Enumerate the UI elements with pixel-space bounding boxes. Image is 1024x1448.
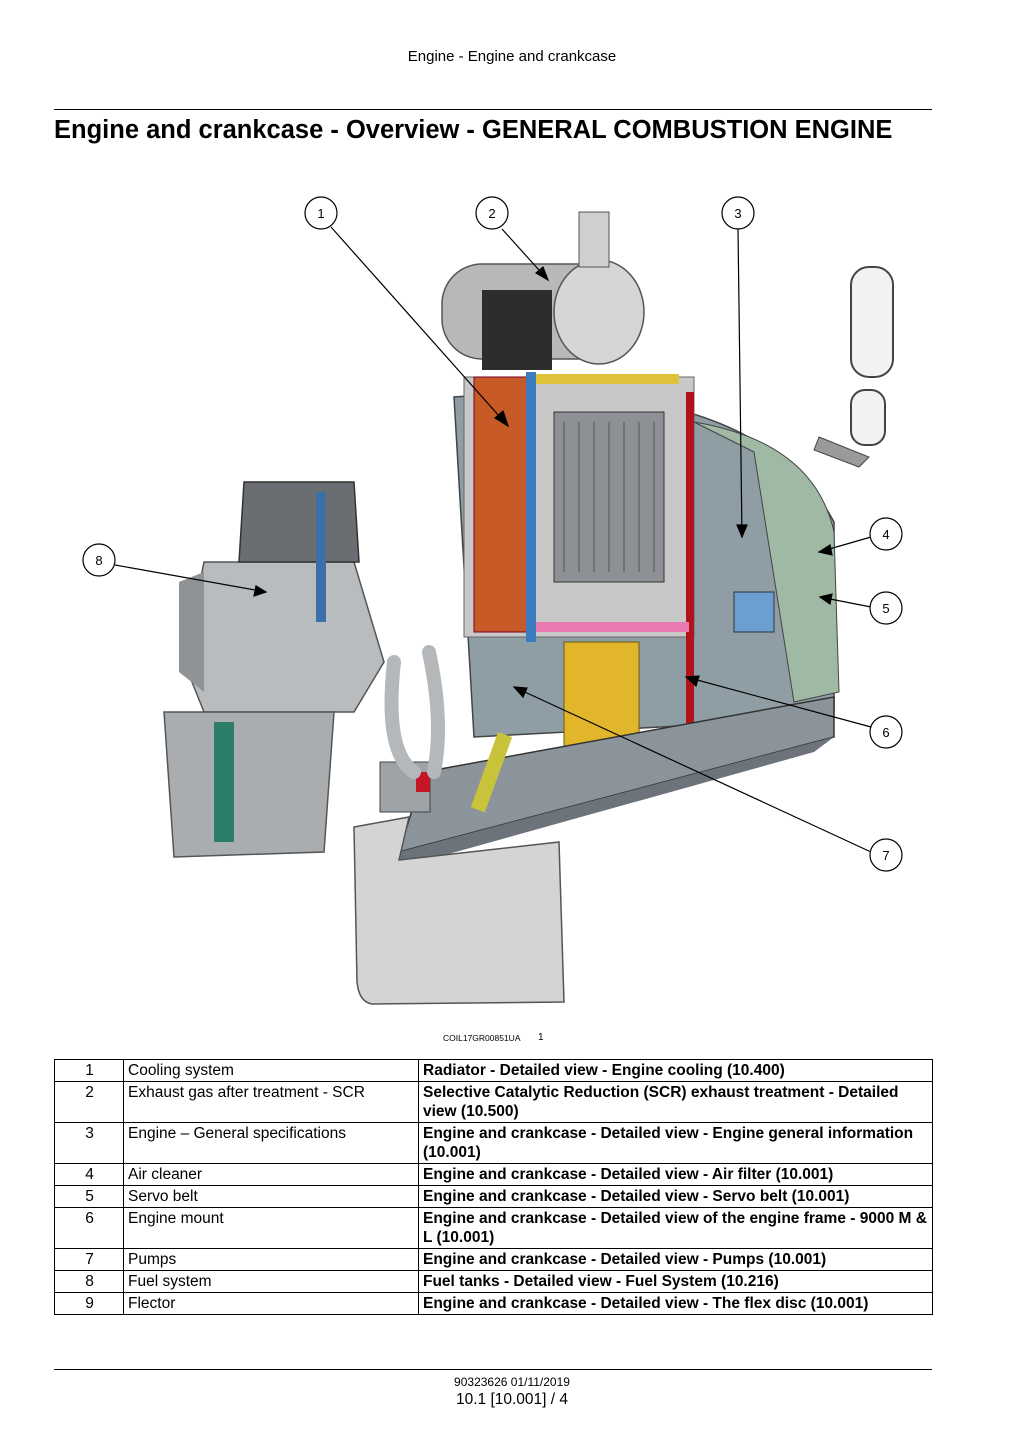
svg-text:4: 4: [882, 527, 889, 542]
svg-text:6: 6: [882, 725, 889, 740]
row-reference-link[interactable]: Fuel tanks - Detailed view - Fuel System…: [418, 1270, 933, 1293]
mirror-illustration: [813, 266, 894, 468]
row-description: Exhaust gas after treatment - SCR: [123, 1081, 419, 1123]
page-title: Engine and crankcase - Overview - GENERA…: [54, 116, 893, 144]
svg-text:3: 3: [734, 206, 741, 221]
row-description: Cooling system: [123, 1059, 419, 1082]
table-row: 4 Air cleaner Engine and crankcase - Det…: [54, 1163, 933, 1186]
footer-document-id: 90323626 01/11/2019: [454, 1375, 570, 1389]
callout-2: 2: [475, 196, 509, 230]
row-description: Fuel system: [123, 1270, 419, 1293]
row-description: Engine mount: [123, 1207, 419, 1249]
callout-6: 6: [869, 715, 903, 749]
callout-7: 7: [869, 838, 903, 872]
table-row: 5 Servo belt Engine and crankcase - Deta…: [54, 1185, 933, 1208]
running-header: Engine - Engine and crankcase: [407, 48, 617, 65]
svg-text:5: 5: [882, 601, 889, 616]
row-description: Pumps: [123, 1248, 419, 1271]
callout-5: 5: [869, 591, 903, 625]
figure-code: COIL17GR00851UA: [443, 1033, 521, 1043]
parts-table: 1 Cooling system Radiator - Detailed vie…: [54, 1059, 933, 1315]
row-reference-link[interactable]: Selective Catalytic Reduction (SCR) exha…: [418, 1081, 933, 1123]
svg-text:7: 7: [882, 848, 889, 863]
row-number: 4: [54, 1163, 124, 1186]
table-row: 6 Engine mount Engine and crankcase - De…: [54, 1207, 933, 1249]
row-reference-link[interactable]: Engine and crankcase - Detailed view - A…: [418, 1163, 933, 1186]
table-row: 9 Flector Engine and crankcase - Detaile…: [54, 1292, 933, 1315]
row-reference-link[interactable]: Radiator - Detailed view - Engine coolin…: [418, 1059, 933, 1082]
engine-illustration: 1 2 3 4 5 6 7 8: [54, 192, 932, 1010]
leader-lines: [114, 226, 872, 853]
row-reference-link[interactable]: Engine and crankcase - Detailed view of …: [418, 1207, 933, 1249]
row-number: 2: [54, 1081, 124, 1123]
table-row: 2 Exhaust gas after treatment - SCR Sele…: [54, 1081, 933, 1123]
row-description: Engine – General specifications: [123, 1122, 419, 1164]
row-description: Servo belt: [123, 1185, 419, 1208]
footer-page-number: 10.1 [10.001] / 4: [455, 1391, 569, 1408]
scr-unit-illustration: [441, 211, 645, 370]
row-description: Air cleaner: [123, 1163, 419, 1186]
table-row: 3 Engine – General specifications Engine…: [54, 1122, 933, 1164]
fuel-tank-illustration: [163, 481, 385, 858]
svg-text:2: 2: [488, 206, 495, 221]
pipes-illustration: [384, 645, 445, 779]
header-rule: [54, 109, 932, 110]
table-row: 7 Pumps Engine and crankcase - Detailed …: [54, 1248, 933, 1271]
table-row: 8 Fuel system Fuel tanks - Detailed view…: [54, 1270, 933, 1293]
svg-text:8: 8: [95, 553, 102, 568]
footer-rule: [54, 1369, 932, 1370]
row-number: 3: [54, 1122, 124, 1164]
table-row: 1 Cooling system Radiator - Detailed vie…: [54, 1059, 933, 1082]
callout-4: 4: [869, 517, 903, 551]
callout-8: 8: [82, 543, 116, 577]
row-reference-link[interactable]: Engine and crankcase - Detailed view - S…: [418, 1185, 933, 1208]
svg-text:1: 1: [317, 206, 324, 221]
row-number: 7: [54, 1248, 124, 1271]
callout-1: 1: [304, 196, 338, 230]
callout-3: 3: [721, 196, 755, 230]
row-reference-link[interactable]: Engine and crankcase - Detailed view - T…: [418, 1292, 933, 1315]
row-number: 1: [54, 1059, 124, 1082]
row-reference-link[interactable]: Engine and crankcase - Detailed view - P…: [418, 1248, 933, 1271]
engine-block-illustration: [453, 372, 840, 753]
row-number: 5: [54, 1185, 124, 1208]
figure-number: 1: [538, 1032, 544, 1043]
row-number: 9: [54, 1292, 124, 1315]
row-description: Flector: [123, 1292, 419, 1315]
row-number: 6: [54, 1207, 124, 1249]
engine-frame-illustration: [384, 696, 835, 872]
row-reference-link[interactable]: Engine and crankcase - Detailed view - E…: [418, 1122, 933, 1164]
row-number: 8: [54, 1270, 124, 1293]
